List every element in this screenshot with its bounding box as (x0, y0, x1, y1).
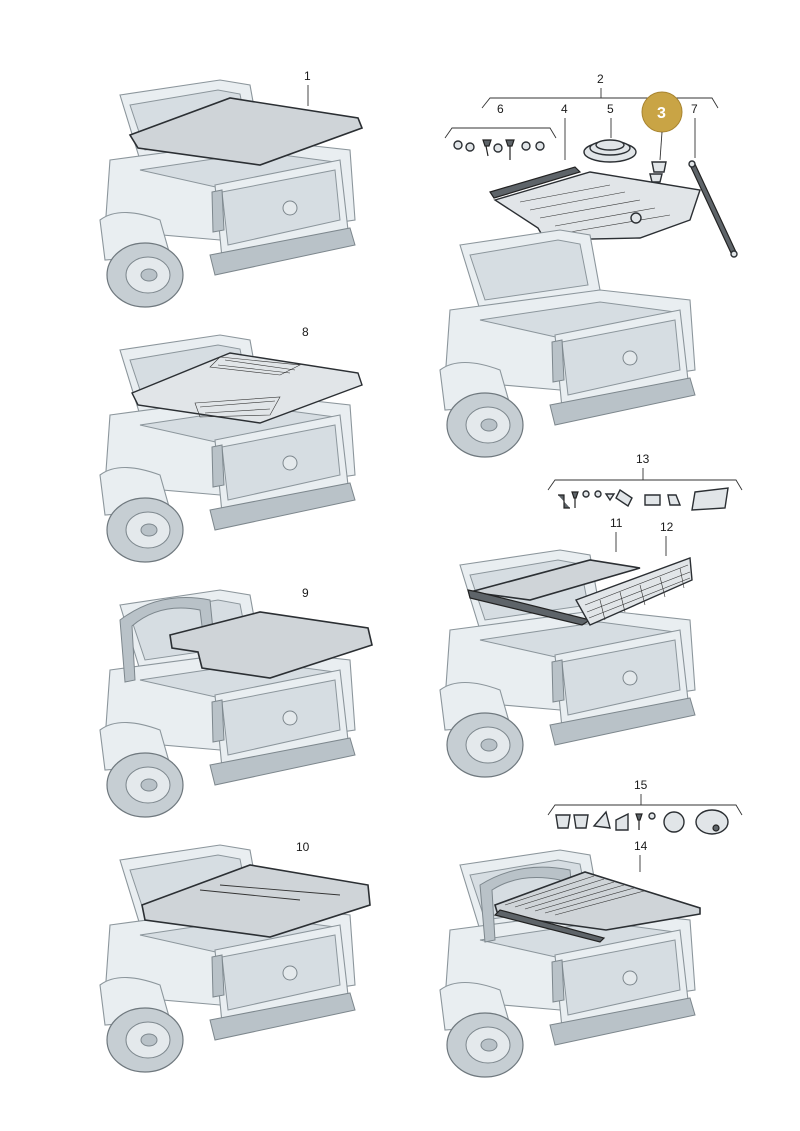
callout-9: 9 (302, 586, 309, 600)
hard-lid-10 (141, 864, 371, 938)
callout-1: 1 (304, 69, 311, 83)
callout-6: 6 (497, 102, 504, 116)
callout-13: 13 (636, 452, 650, 466)
truck-view-10 (99, 844, 371, 1073)
rail-4 (489, 166, 582, 199)
callout-15: 15 (634, 778, 648, 792)
truck-view-8 (99, 334, 363, 563)
cargo-divider-12 (574, 557, 693, 626)
callout-4: 4 (561, 102, 568, 116)
callout-2: 2 (597, 72, 604, 86)
seal-coil-5 (583, 139, 637, 163)
truck-view-9 (99, 589, 373, 818)
roller-cover-11 (469, 559, 641, 601)
callout-14: 14 (634, 839, 648, 853)
callout-5: 5 (607, 102, 614, 116)
fastener-3 (649, 161, 667, 183)
callout-11: 11 (610, 516, 623, 530)
callout-12: 12 (660, 520, 674, 534)
tonneau-cover-1 (128, 97, 364, 166)
callout-7: 7 (691, 102, 698, 116)
hardware-set-6 (453, 139, 545, 160)
hardware-set-15 (555, 809, 729, 835)
lid-panel-2 (493, 171, 701, 241)
truck-view-1 (99, 79, 364, 308)
highlight-callout-3: 3 (641, 91, 683, 133)
hardware-set-13 (558, 487, 729, 511)
cargo-net-cover-8 (131, 352, 363, 424)
hard-tonneau-cover-9 (169, 611, 373, 679)
callout-10: 10 (296, 840, 310, 854)
callout-3: 3 (657, 105, 666, 122)
truck-view-2 (439, 229, 696, 458)
callout-8: 8 (302, 325, 309, 339)
gas-strut-7 (689, 161, 737, 256)
